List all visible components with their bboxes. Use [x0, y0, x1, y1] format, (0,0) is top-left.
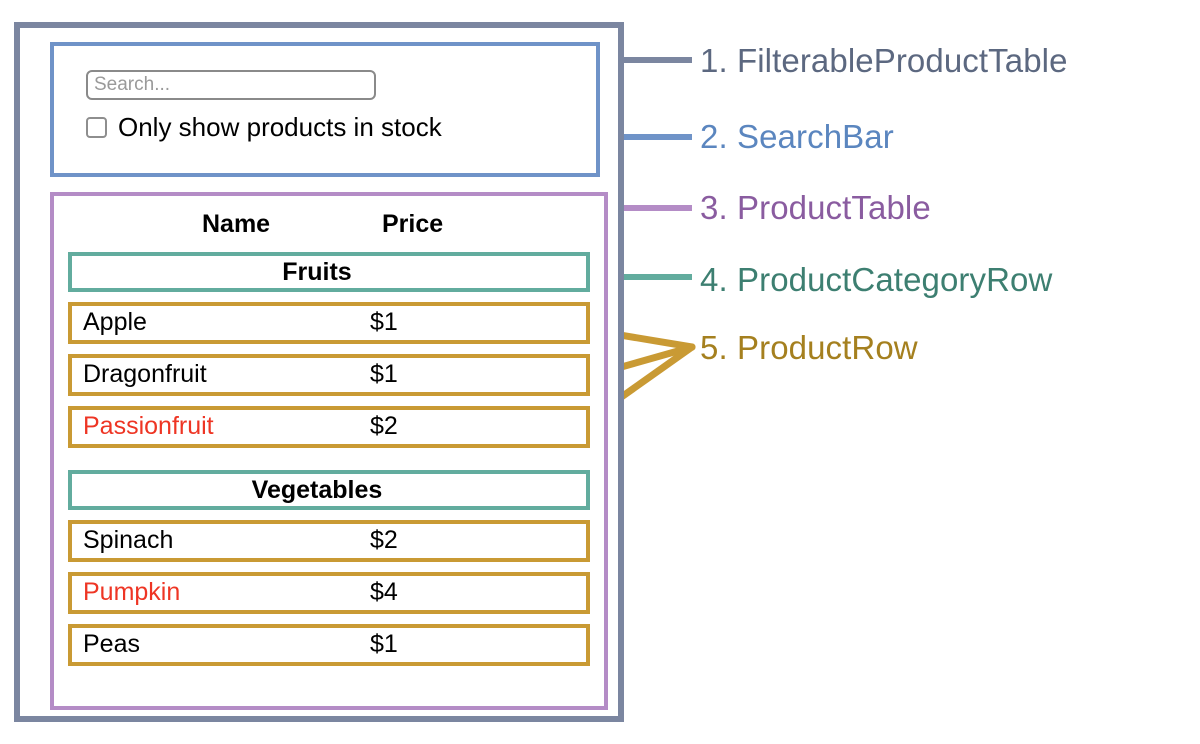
product-name: Passionfruit — [83, 411, 214, 440]
product-price: $2 — [370, 411, 398, 440]
product-name: Pumpkin — [83, 577, 181, 606]
product-name: Dragonfruit — [83, 359, 207, 388]
product-row: Peas $1 — [68, 624, 590, 666]
category-label: Vegetables — [251, 475, 383, 504]
annotation-label-3: 3. ProductTable — [700, 189, 931, 226]
product-price: $1 — [370, 359, 398, 388]
product-name: Peas — [83, 629, 140, 658]
product-price: $1 — [370, 307, 398, 336]
product-category-row: Fruits — [68, 252, 590, 292]
filterable-product-table: Only show products in stock Name Price F… — [14, 22, 624, 722]
in-stock-checkbox-label: Only show products in stock — [118, 112, 442, 142]
annotation-label-1: 1. FilterableProductTable — [700, 42, 1068, 79]
product-row: Dragonfruit $1 — [68, 354, 590, 396]
annotation-label-2: 2. SearchBar — [700, 118, 894, 155]
annotation-label-4: 4. ProductCategoryRow — [700, 261, 1053, 298]
product-category-row: Vegetables — [68, 470, 590, 510]
product-row: Apple $1 — [68, 302, 590, 344]
category-label: Fruits — [282, 257, 352, 286]
product-price: $2 — [370, 525, 398, 554]
product-table: Name Price Fruits Apple $1 Dragonfruit $… — [50, 192, 608, 710]
product-row: Pumpkin $4 — [68, 572, 590, 614]
product-rows-area: Fruits Apple $1 Dragonfruit $1 Passionfr… — [54, 252, 604, 676]
product-name: Spinach — [83, 525, 174, 554]
search-bar: Only show products in stock — [50, 42, 600, 177]
search-input[interactable] — [86, 70, 376, 100]
column-header-price: Price — [382, 210, 444, 238]
column-header-name: Name — [202, 210, 271, 238]
product-price: $4 — [370, 577, 398, 606]
product-row: Passionfruit $2 — [68, 406, 590, 448]
product-row: Spinach $2 — [68, 520, 590, 562]
annotation-label-5: 5. ProductRow — [700, 329, 918, 366]
table-header-row: Name Price — [54, 202, 604, 246]
product-name: Apple — [83, 307, 147, 336]
checkbox-icon[interactable] — [86, 116, 107, 138]
in-stock-checkbox-row[interactable]: Only show products in stock — [86, 114, 442, 140]
product-price: $1 — [370, 629, 398, 658]
